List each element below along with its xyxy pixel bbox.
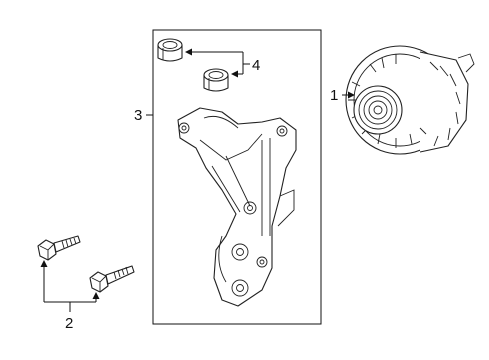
callout-3-label: 3 [134, 107, 142, 124]
callout-1-label: 1 [330, 87, 338, 104]
mounting-bracket [177, 107, 297, 307]
bolt-upper [37, 235, 81, 261]
callout-2-leader [40, 260, 100, 312]
alternator [345, 45, 475, 155]
bushing-lower [203, 68, 229, 92]
callout-4-leader [185, 48, 250, 78]
callout-4-label: 4 [252, 57, 260, 74]
callout-2-label: 2 [65, 315, 73, 332]
bracket-assembly-frame [152, 29, 322, 325]
bolt-lower [89, 265, 135, 293]
bushing-upper [157, 38, 183, 62]
